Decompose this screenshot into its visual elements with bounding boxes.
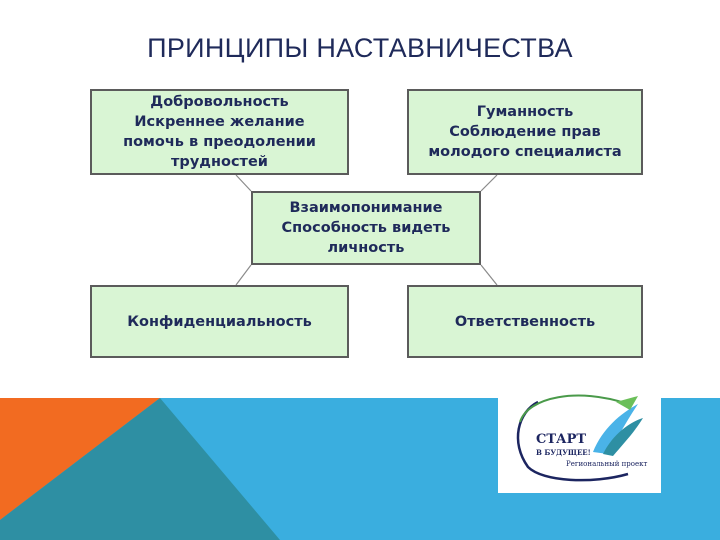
logo-swoosh-icon <box>516 394 643 482</box>
principle-box-confidentiality: Конфиденциальность <box>90 285 349 358</box>
box-line: Добровольность <box>150 94 289 110</box>
page-title: ПРИНЦИПЫ НАСТАВНИЧЕСТВА <box>147 33 573 63</box>
box-line: Гуманность <box>476 104 574 120</box>
principle-box-responsibility: Ответственность <box>407 285 643 358</box>
box-line: Соблюдение прав <box>449 124 601 140</box>
box-line: молодого специалиста <box>428 144 622 160</box>
principle-box-understanding: Взаимопонимание Способность видеть лично… <box>251 191 481 265</box>
box-line: трудностей <box>171 154 268 170</box>
principle-box-humanity: Гуманность Соблюдение прав молодого спец… <box>407 89 643 175</box>
logo-text-future: В БУДУЩЕЕ! <box>536 448 591 457</box>
box-line: Конфиденциальность <box>127 313 312 330</box>
logo-start-v-budushchee: СТАРТ В БУДУЩЕЕ! Региональный проект <box>498 382 661 493</box>
box-line: Искреннее желание <box>134 114 305 130</box>
principle-box-voluntary: Добровольность Искреннее желание помочь … <box>90 89 349 175</box>
box-line: Ответственность <box>454 313 596 330</box>
box-line: Взаимопонимание <box>289 200 443 216</box>
logo-text-start: СТАРТ <box>536 432 587 447</box>
box-line: личность <box>327 240 405 256</box>
logo-text-regional: Региональный проект <box>566 460 648 468</box>
box-line: Способность видеть <box>281 220 451 236</box>
box-line: помочь в преодолении <box>123 134 316 150</box>
